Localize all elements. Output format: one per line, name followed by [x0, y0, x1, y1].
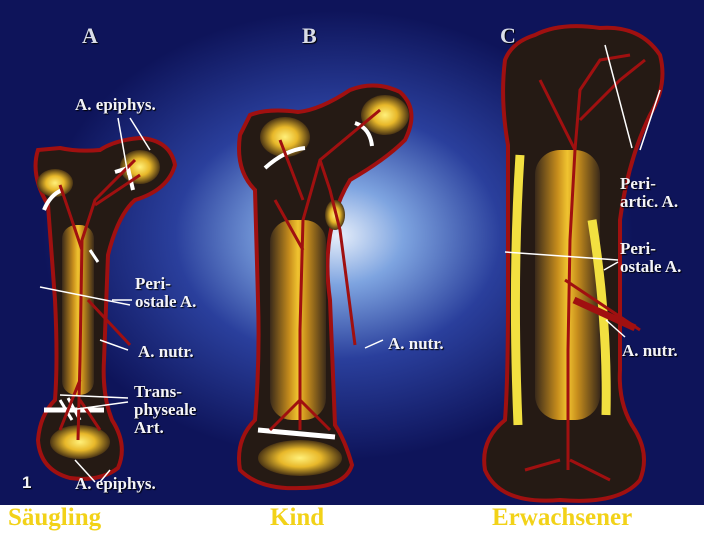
panel-letter-a: A [82, 27, 98, 45]
caption-saeugling: Säugling [8, 504, 101, 532]
label-a-epiphys-top: A. epiphys. [75, 96, 156, 114]
label-a-periostale: Peri- ostale A. [135, 275, 196, 311]
label-c-nutr: A. nutr. [622, 342, 678, 360]
label-c-periartic: Peri- artic. A. [620, 175, 678, 211]
label-c-periostale: Peri- ostale A. [620, 240, 681, 276]
label-a-nutr: A. nutr. [138, 343, 194, 361]
figure-number: 1 [22, 474, 31, 492]
label-a-transphyseale: Trans- physeale Art. [134, 383, 196, 437]
panel-letter-c: C [500, 27, 516, 45]
caption-erwachsener: Erwachsener [492, 504, 632, 532]
label-b-nutr: A. nutr. [388, 335, 444, 353]
caption-kind: Kind [270, 504, 324, 532]
label-a-epiphys-bottom: A. epiphys. [75, 475, 156, 493]
panel-letter-b: B [302, 27, 317, 45]
